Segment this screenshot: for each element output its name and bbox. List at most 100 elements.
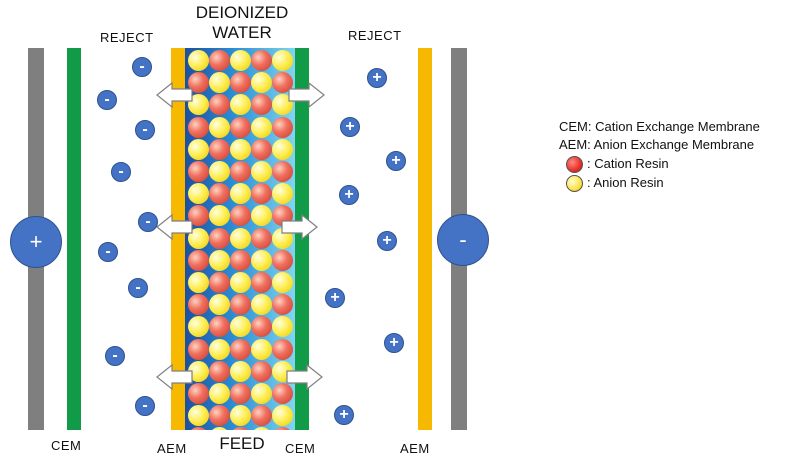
cation-resin-bead	[230, 72, 251, 94]
cation-resin-bead	[251, 360, 272, 382]
anion-resin-bead	[209, 338, 230, 360]
cation-resin-legend-icon	[566, 156, 583, 173]
cation-resin-bead	[188, 205, 209, 227]
cation-icon: +	[386, 151, 406, 171]
cation-resin-bead	[209, 360, 230, 382]
cation-resin-bead	[272, 72, 293, 94]
cation-resin-bead	[251, 50, 272, 71]
anion-resin-legend-icon	[566, 175, 583, 192]
cation-resin-bead	[188, 72, 209, 94]
cation-resin-bead	[230, 161, 251, 182]
anion-resin-bead	[209, 161, 230, 182]
anion-resin-bead	[188, 272, 209, 293]
anion-resin-bead	[251, 72, 272, 94]
cation-icon: +	[367, 68, 387, 88]
cation-resin-bead	[209, 227, 230, 249]
arrow-right-mid	[281, 213, 318, 241]
cation-resin-bead	[209, 138, 230, 160]
arrow-right-top	[288, 81, 325, 109]
cation-resin-bead	[209, 405, 230, 427]
anion-resin-bead	[251, 205, 272, 227]
reject-left-label: REJECT	[100, 30, 154, 45]
anion-icon: -	[132, 57, 152, 77]
cation-resin-bead	[251, 316, 272, 338]
cation-icon: +	[334, 405, 354, 425]
aem-membrane-right	[418, 48, 432, 430]
anion-resin-bead	[188, 227, 209, 249]
anode-sign: +	[29, 229, 43, 254]
cation-resin-bead	[251, 138, 272, 160]
anion-resin-bead	[230, 183, 251, 205]
anode-electrode: +	[10, 216, 62, 268]
cation-resin-bead	[209, 272, 230, 293]
reject-right-label: REJECT	[348, 28, 402, 43]
cation-resin-bead	[209, 50, 230, 71]
cation-resin-bead	[272, 161, 293, 182]
anion-resin-bead	[272, 94, 293, 116]
cation-resin-bead	[188, 427, 209, 430]
cation-resin-bead	[251, 227, 272, 249]
anion-resin-bead	[251, 116, 272, 138]
cem-membrane-left	[67, 48, 81, 430]
anion-icon: -	[128, 278, 148, 298]
legend-cation-resin: : Cation Resin	[587, 156, 669, 171]
cation-icon: +	[384, 333, 404, 353]
anion-resin-bead	[230, 405, 251, 427]
anion-resin-bead	[209, 294, 230, 316]
cation-resin-bead	[188, 383, 209, 404]
anion-resin-bead	[209, 427, 230, 430]
cation-resin-bead	[230, 338, 251, 360]
anion-icon: -	[111, 162, 131, 182]
aem-membrane-left	[171, 48, 185, 430]
anion-icon: -	[98, 242, 118, 262]
anion-resin-bead	[272, 183, 293, 205]
anion-resin-bead	[272, 405, 293, 427]
anion-resin-bead	[251, 294, 272, 316]
anion-resin-bead	[188, 360, 209, 382]
anion-icon: -	[138, 212, 158, 232]
anion-resin-bead	[272, 316, 293, 338]
cation-icon: +	[340, 117, 360, 137]
anion-resin-bead	[230, 316, 251, 338]
anion-resin-bead	[188, 94, 209, 116]
anion-icon: -	[135, 396, 155, 416]
cation-icon: +	[377, 231, 397, 251]
anion-resin-bead	[251, 383, 272, 404]
anion-icon: -	[135, 120, 155, 140]
cem-left-label: CEM	[51, 438, 82, 453]
anion-resin-bead	[188, 138, 209, 160]
resin-bed	[185, 48, 295, 430]
cation-resin-bead	[230, 294, 251, 316]
cation-resin-bead	[188, 116, 209, 138]
legend-cem: CEM: Cation Exchange Membrane	[559, 119, 760, 134]
aem-right-label: AEM	[400, 441, 430, 456]
cation-resin-bead	[188, 338, 209, 360]
anion-resin-bead	[188, 405, 209, 427]
anion-resin-bead	[251, 161, 272, 182]
cation-icon: +	[339, 185, 359, 205]
anion-resin-bead	[230, 272, 251, 293]
cation-resin-bead	[272, 427, 293, 430]
cation-resin-bead	[230, 427, 251, 430]
anion-resin-bead	[209, 72, 230, 94]
anion-resin-bead	[272, 138, 293, 160]
anion-resin-bead	[230, 94, 251, 116]
anion-resin-bead	[230, 227, 251, 249]
cathode-sign: -	[459, 227, 467, 252]
cation-resin-bead	[230, 116, 251, 138]
cation-resin-bead	[230, 249, 251, 271]
arrow-right-bottom	[286, 363, 323, 391]
anion-resin-bead	[251, 427, 272, 430]
cation-resin-bead	[209, 94, 230, 116]
cathode-electrode: -	[437, 214, 489, 266]
anion-resin-bead	[209, 205, 230, 227]
feed-label: FEED	[219, 434, 265, 453]
anion-resin-bead	[209, 249, 230, 271]
cation-resin-bead	[251, 183, 272, 205]
deionized-water-label: DEIONIZED WATER	[195, 3, 289, 42]
anion-resin-bead	[230, 360, 251, 382]
arrow-left-bottom	[156, 363, 193, 391]
cation-resin-bead	[188, 249, 209, 271]
cation-resin-bead	[188, 294, 209, 316]
